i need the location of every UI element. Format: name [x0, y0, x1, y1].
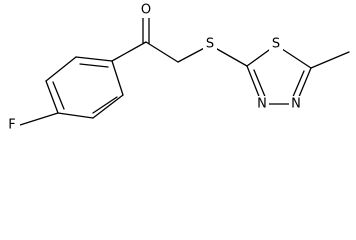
bond-ring-bottom-left: [57, 112, 94, 119]
bond-carbonyl-ch2: [145, 41, 179, 63]
bond-group: [19, 10, 350, 126]
atom-carbonyl-oxygen: O: [139, 2, 153, 18]
atom-ring-sulfur: S: [269, 36, 283, 53]
bond-c-f: [19, 112, 59, 126]
carbonyl-oxygen-label: O: [141, 3, 151, 18]
fluorine-label: F: [8, 118, 15, 133]
molecule-diagram: F O S S N N: [6, 2, 350, 133]
bond-ring-left-inner: [52, 81, 65, 110]
bond-ring-carbonyl: [111, 41, 147, 62]
atom-ring-nitrogen-right: N: [289, 96, 303, 113]
atom-labels: F O S S N N: [6, 2, 303, 133]
bond-n3-c2-inner: [253, 69, 267, 100]
bond-c5-methyl: [310, 51, 350, 69]
atom-thioether-sulfur: S: [203, 36, 217, 53]
atom-ring-nitrogen-left: N: [255, 96, 269, 113]
bond-ring-upper-left: [45, 56, 77, 82]
ring-nitrogen-right-label: N: [291, 97, 301, 112]
bond-c5-n4-inner: [291, 70, 305, 100]
bond-ring-bottom-right: [92, 94, 124, 119]
atom-fluorine: F: [6, 117, 20, 133]
bond-ring-top-left-inner: [79, 63, 109, 68]
thioether-sulfur-label: S: [206, 37, 214, 52]
ring-nitrogen-left-label: N: [257, 97, 267, 112]
ring-sulfur-label: S: [272, 37, 280, 52]
bond-ring-top-right: [111, 60, 124, 96]
bond-ring-left: [45, 80, 59, 114]
bond-ring-top-left: [75, 56, 113, 62]
bond-ring-bottom-right-inner: [92, 96, 118, 114]
